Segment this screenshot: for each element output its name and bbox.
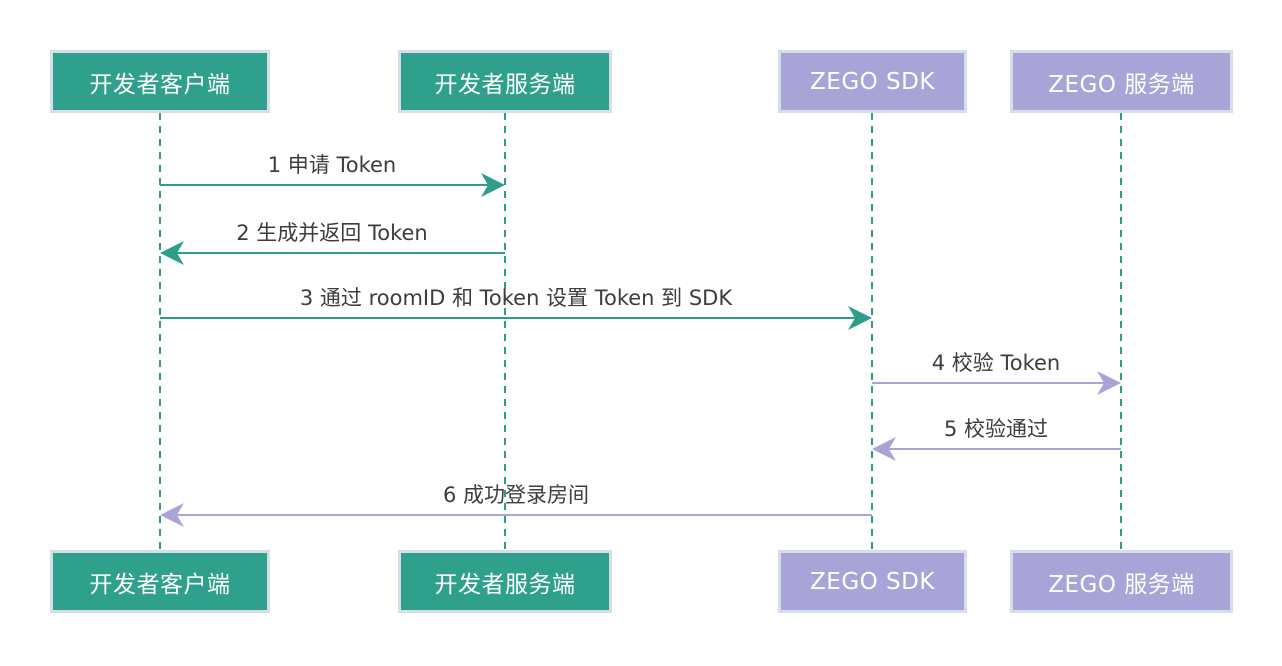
actor-bottom-zego-server: ZEGO 服务端	[1010, 550, 1233, 613]
actor-top-zego-sdk: ZEGO SDK	[778, 50, 967, 113]
message-label-5: 5 校验通过	[943, 417, 1049, 441]
actor-top-dev-client: 开发者客户端	[50, 50, 270, 113]
actor-bottom-dev-server: 开发者服务端	[398, 550, 612, 613]
actor-bottom-zego-sdk: ZEGO SDK	[778, 550, 967, 613]
actor-bottom-dev-client: 开发者客户端	[50, 550, 270, 613]
message-label-4: 4 校验 Token	[931, 351, 1061, 375]
message-label-2: 2 生成并返回 Token	[236, 221, 428, 245]
message-label-1: 1 申请 Token	[267, 153, 397, 177]
actor-top-dev-server: 开发者服务端	[398, 50, 612, 113]
message-label-3: 3 通过 roomID 和 Token 设置 Token 到 SDK	[299, 286, 733, 310]
actor-top-zego-server: ZEGO 服务端	[1010, 50, 1233, 113]
message-label-6: 6 成功登录房间	[442, 483, 590, 507]
